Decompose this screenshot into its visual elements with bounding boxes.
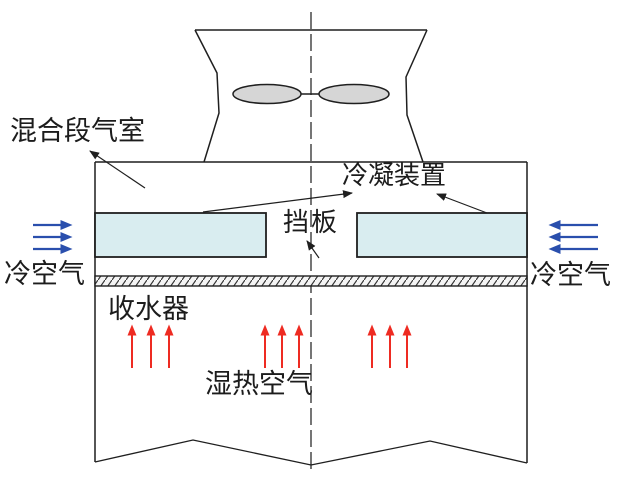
leader-mixing-chamber <box>89 150 146 189</box>
fan-stack-outline <box>194 29 428 163</box>
hot-air-arrows <box>127 324 412 368</box>
water-collector-strip <box>94 275 528 287</box>
label-cold-air-left: 冷空气 <box>4 259 85 290</box>
label-mixing-chamber: 混合段气室 <box>10 116 145 147</box>
label-water-collector: 收水器 <box>108 294 189 325</box>
cold-air-arrows-left <box>33 220 73 254</box>
bottom-break-edge <box>94 439 528 466</box>
label-cold-air-right: 冷空气 <box>530 260 611 291</box>
leader-baffle <box>306 240 320 259</box>
label-baffle: 挡板 <box>283 208 340 238</box>
leader-condenser-left <box>202 190 353 213</box>
label-condenser: 冷凝装置 <box>342 161 447 191</box>
condenser-block-left <box>94 212 267 258</box>
condenser-block-right <box>356 212 528 258</box>
label-humid-hot-air: 湿热空气 <box>205 369 313 400</box>
cold-air-arrows-right <box>548 220 598 254</box>
fan-blade-left <box>232 83 302 105</box>
leader-condenser-right <box>436 193 488 214</box>
fan-blade-right <box>318 83 390 105</box>
